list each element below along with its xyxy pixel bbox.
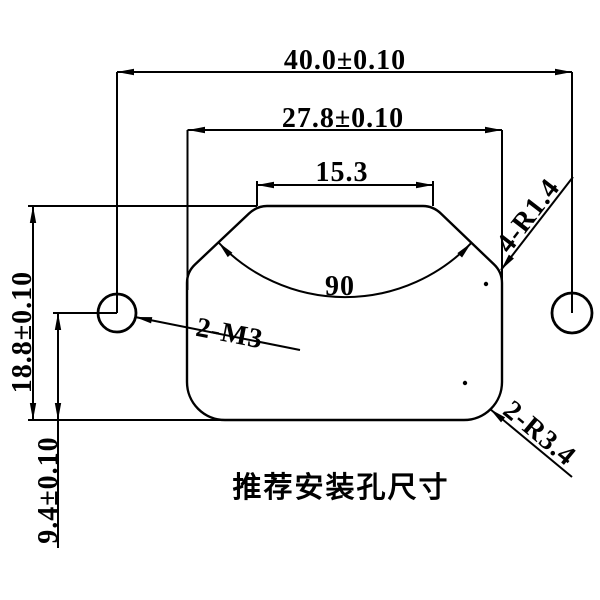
arrowhead [416, 181, 433, 189]
arrowhead [457, 242, 472, 258]
arrowhead [117, 68, 134, 76]
cutout-outline [185, 204, 504, 422]
arrowhead [257, 181, 274, 189]
top-width-dimension: 15.3 [256, 157, 434, 206]
cutout-shape [185, 204, 504, 422]
drawing-title: 推荐安装孔尺寸 [232, 470, 449, 504]
outer-width-text: 40.0±0.10 [284, 45, 406, 76]
hole-height-text: 9.4±0.10 [33, 436, 64, 543]
fillet-center-mark-right [483, 281, 489, 287]
angle-text: 90 [325, 271, 355, 302]
hole-height-dimension: 9.4±0.10 [28, 313, 232, 548]
thread-label-text: 2-M3 [193, 312, 265, 355]
arrowhead [135, 317, 153, 324]
angle-dimension: 90 [217, 241, 473, 302]
angle-arc [217, 241, 473, 299]
total-height-dimension: 18.8±0.10 [7, 205, 257, 420]
leader-line [134, 316, 301, 351]
arrowhead [188, 126, 205, 134]
arrowhead [54, 313, 62, 330]
outer-width-dimension: 40.0±0.10 [116, 45, 573, 313]
fillet-bottom-callout: 2-R3.4 [489, 395, 582, 478]
arrowhead [490, 409, 506, 423]
top-width-text: 15.3 [316, 157, 369, 188]
arrowhead [29, 206, 37, 223]
mounting-holes [53, 291, 594, 335]
fillet-center-mark-bottom [462, 380, 468, 386]
fillet-bottom-label-text: 2-R3.4 [497, 395, 582, 473]
arrowhead [501, 254, 514, 270]
arrowhead [555, 68, 572, 76]
leader-line [489, 408, 573, 478]
thread-callout: 2-M3 [134, 312, 301, 355]
leader-line [500, 176, 574, 271]
inner-width-dimension: 27.8±0.10 [186, 103, 503, 290]
arrowhead [29, 403, 37, 420]
arrowhead [218, 242, 233, 258]
inner-width-text: 27.8±0.10 [282, 103, 404, 134]
total-height-text: 18.8±0.10 [7, 271, 38, 393]
arrowhead [54, 403, 62, 420]
arrowhead [485, 126, 502, 134]
